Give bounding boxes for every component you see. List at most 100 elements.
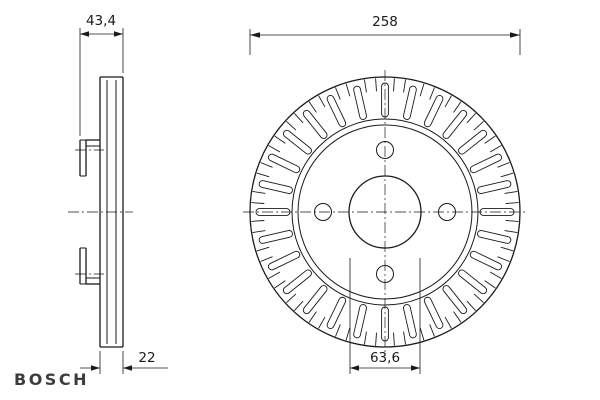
dimension-overall-width: 43,4 xyxy=(79,13,124,136)
rim-tick xyxy=(497,162,510,168)
front-view xyxy=(243,70,527,354)
vent-slot xyxy=(353,304,367,339)
vent-slot xyxy=(423,94,444,128)
rim-tick-group xyxy=(251,78,519,346)
vent-slot xyxy=(302,109,328,139)
arrowhead-left xyxy=(80,31,89,37)
rim-tick xyxy=(260,256,273,262)
rim-tick xyxy=(419,327,425,341)
rim-tick xyxy=(393,332,395,346)
rim-tick xyxy=(484,135,496,144)
vent-slot xyxy=(302,285,328,315)
rim-tick xyxy=(268,271,281,279)
rim-tick xyxy=(256,246,270,252)
vent-slot xyxy=(458,269,488,295)
rim-tick xyxy=(500,246,514,252)
rim-tick xyxy=(505,220,519,222)
vent-slot xyxy=(267,250,301,271)
vent-slot xyxy=(469,250,503,271)
vent-slot xyxy=(282,269,312,295)
vent-slot xyxy=(469,153,503,174)
rim-tick xyxy=(473,293,484,304)
rim-tick xyxy=(318,95,326,108)
rim-tick xyxy=(375,332,377,346)
rim-tick xyxy=(286,120,297,131)
rim-tick xyxy=(308,101,317,113)
bosch-logo: BOSCH xyxy=(14,370,89,389)
vent-slot xyxy=(423,296,444,330)
vent-slot xyxy=(403,304,417,339)
vent-slot xyxy=(326,94,347,128)
rim-tick xyxy=(444,316,452,329)
rim-tick xyxy=(335,324,341,337)
rim-tick xyxy=(504,190,518,194)
rim-tick xyxy=(489,271,502,279)
rim-tick xyxy=(444,95,452,108)
rim-tick xyxy=(293,113,304,124)
dimension-center-bore: 63,6 xyxy=(349,258,421,374)
rim-tick xyxy=(252,190,266,194)
vent-slot xyxy=(258,180,293,194)
rim-tick xyxy=(286,293,297,304)
rim-tick xyxy=(489,145,502,153)
vent-slot xyxy=(477,180,512,194)
dim-thickness-label: 22 xyxy=(138,350,155,366)
vent-slot xyxy=(267,153,301,174)
arrowhead-left xyxy=(91,365,100,371)
rim-tick xyxy=(274,135,286,144)
rim-tick xyxy=(466,113,477,124)
rim-tick xyxy=(345,83,351,97)
rim-tick xyxy=(473,120,484,131)
arrowhead-right xyxy=(123,365,132,371)
arrowhead-right xyxy=(114,31,123,37)
rim-tick xyxy=(453,311,462,323)
vent-slot-group xyxy=(255,82,515,342)
rim-tick xyxy=(500,172,514,178)
rim-tick xyxy=(251,202,265,204)
rim-tick xyxy=(252,230,266,234)
dim-overall-width-label: 43,4 xyxy=(86,13,116,29)
rim-tick xyxy=(375,78,377,92)
dimension-outer-diameter: 258 xyxy=(249,14,521,55)
rim-tick xyxy=(393,78,395,92)
dimension-thickness: 22 xyxy=(80,350,168,374)
rim-tick xyxy=(256,172,270,178)
rim-tick xyxy=(419,83,425,97)
arrowhead-right xyxy=(411,365,420,371)
rim-tick xyxy=(505,202,519,204)
rim-tick xyxy=(429,324,435,337)
rim-tick xyxy=(318,316,326,329)
vent-slot xyxy=(353,85,367,120)
rim-tick xyxy=(363,79,367,93)
rim-tick xyxy=(403,79,407,93)
side-view xyxy=(68,76,133,348)
vent-slot xyxy=(442,109,468,139)
rim-tick xyxy=(274,280,286,289)
vent-slot xyxy=(282,129,312,155)
rim-tick xyxy=(429,87,435,100)
rim-tick xyxy=(251,220,265,222)
vent-slot xyxy=(477,230,512,244)
arrowhead-left xyxy=(250,32,260,38)
dim-center-bore-label: 63,6 xyxy=(370,350,400,366)
arrowhead-left xyxy=(350,365,359,371)
dim-outer-diameter-label: 258 xyxy=(372,14,398,30)
rim-tick xyxy=(335,87,341,100)
rim-tick xyxy=(497,256,510,262)
rim-tick xyxy=(484,280,496,289)
vent-slot xyxy=(458,129,488,155)
rim-tick xyxy=(293,300,304,311)
rim-tick xyxy=(345,327,351,341)
rim-tick xyxy=(453,101,462,113)
rim-tick xyxy=(268,145,281,153)
vent-slot xyxy=(403,85,417,120)
rim-tick xyxy=(308,311,317,323)
rim-tick xyxy=(363,331,367,345)
vent-slot xyxy=(442,285,468,315)
rim-tick xyxy=(466,300,477,311)
vent-slot xyxy=(326,296,347,330)
rim-tick xyxy=(260,162,273,168)
rim-tick xyxy=(504,230,518,234)
